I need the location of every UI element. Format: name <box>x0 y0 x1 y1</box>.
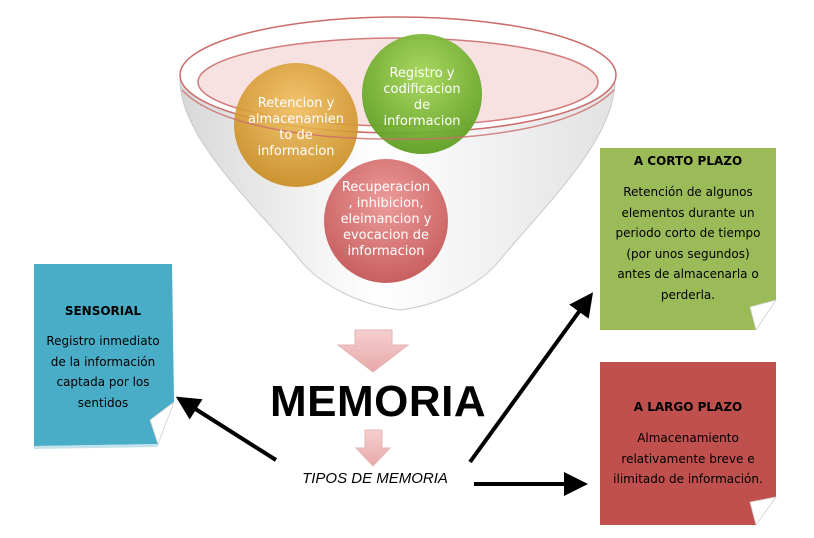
circle-registro <box>362 34 482 154</box>
arrow-to-sensorial <box>175 396 278 462</box>
circle-recuperacion <box>324 159 448 283</box>
circle-retencion <box>234 63 358 187</box>
down-arrow-large <box>336 329 410 373</box>
note-corto-plazo <box>600 148 777 331</box>
note-largo-plazo <box>600 362 777 526</box>
circle-retencion-text: Retencion y almacenamien to de informaci… <box>247 96 345 159</box>
note-sensorial-body: Registro inmediato de la información cap… <box>46 334 160 410</box>
note-largo-body: Almacenamiento relativamente breve e ili… <box>613 431 763 486</box>
note-sensorial-title: SENSORIAL <box>64 304 142 318</box>
note-corto-body: Retención de algunos elementos durante u… <box>615 185 761 302</box>
circle-recuperacion-text: Recuperacion , inhibicion, eleimancion y… <box>340 180 432 259</box>
note-sensorial <box>34 264 175 449</box>
circle-registro-text: Registro y codificacion de informacion <box>383 66 461 129</box>
arrow-to-corto <box>468 292 594 464</box>
note-largo-title: A LARGO PLAZO <box>633 400 743 414</box>
main-title: MEMORIA <box>270 377 487 426</box>
down-arrow-small <box>354 429 392 467</box>
note-corto-title: A CORTO PLAZO <box>633 154 743 168</box>
subtitle: TIPOS DE MEMORIA <box>302 470 448 487</box>
